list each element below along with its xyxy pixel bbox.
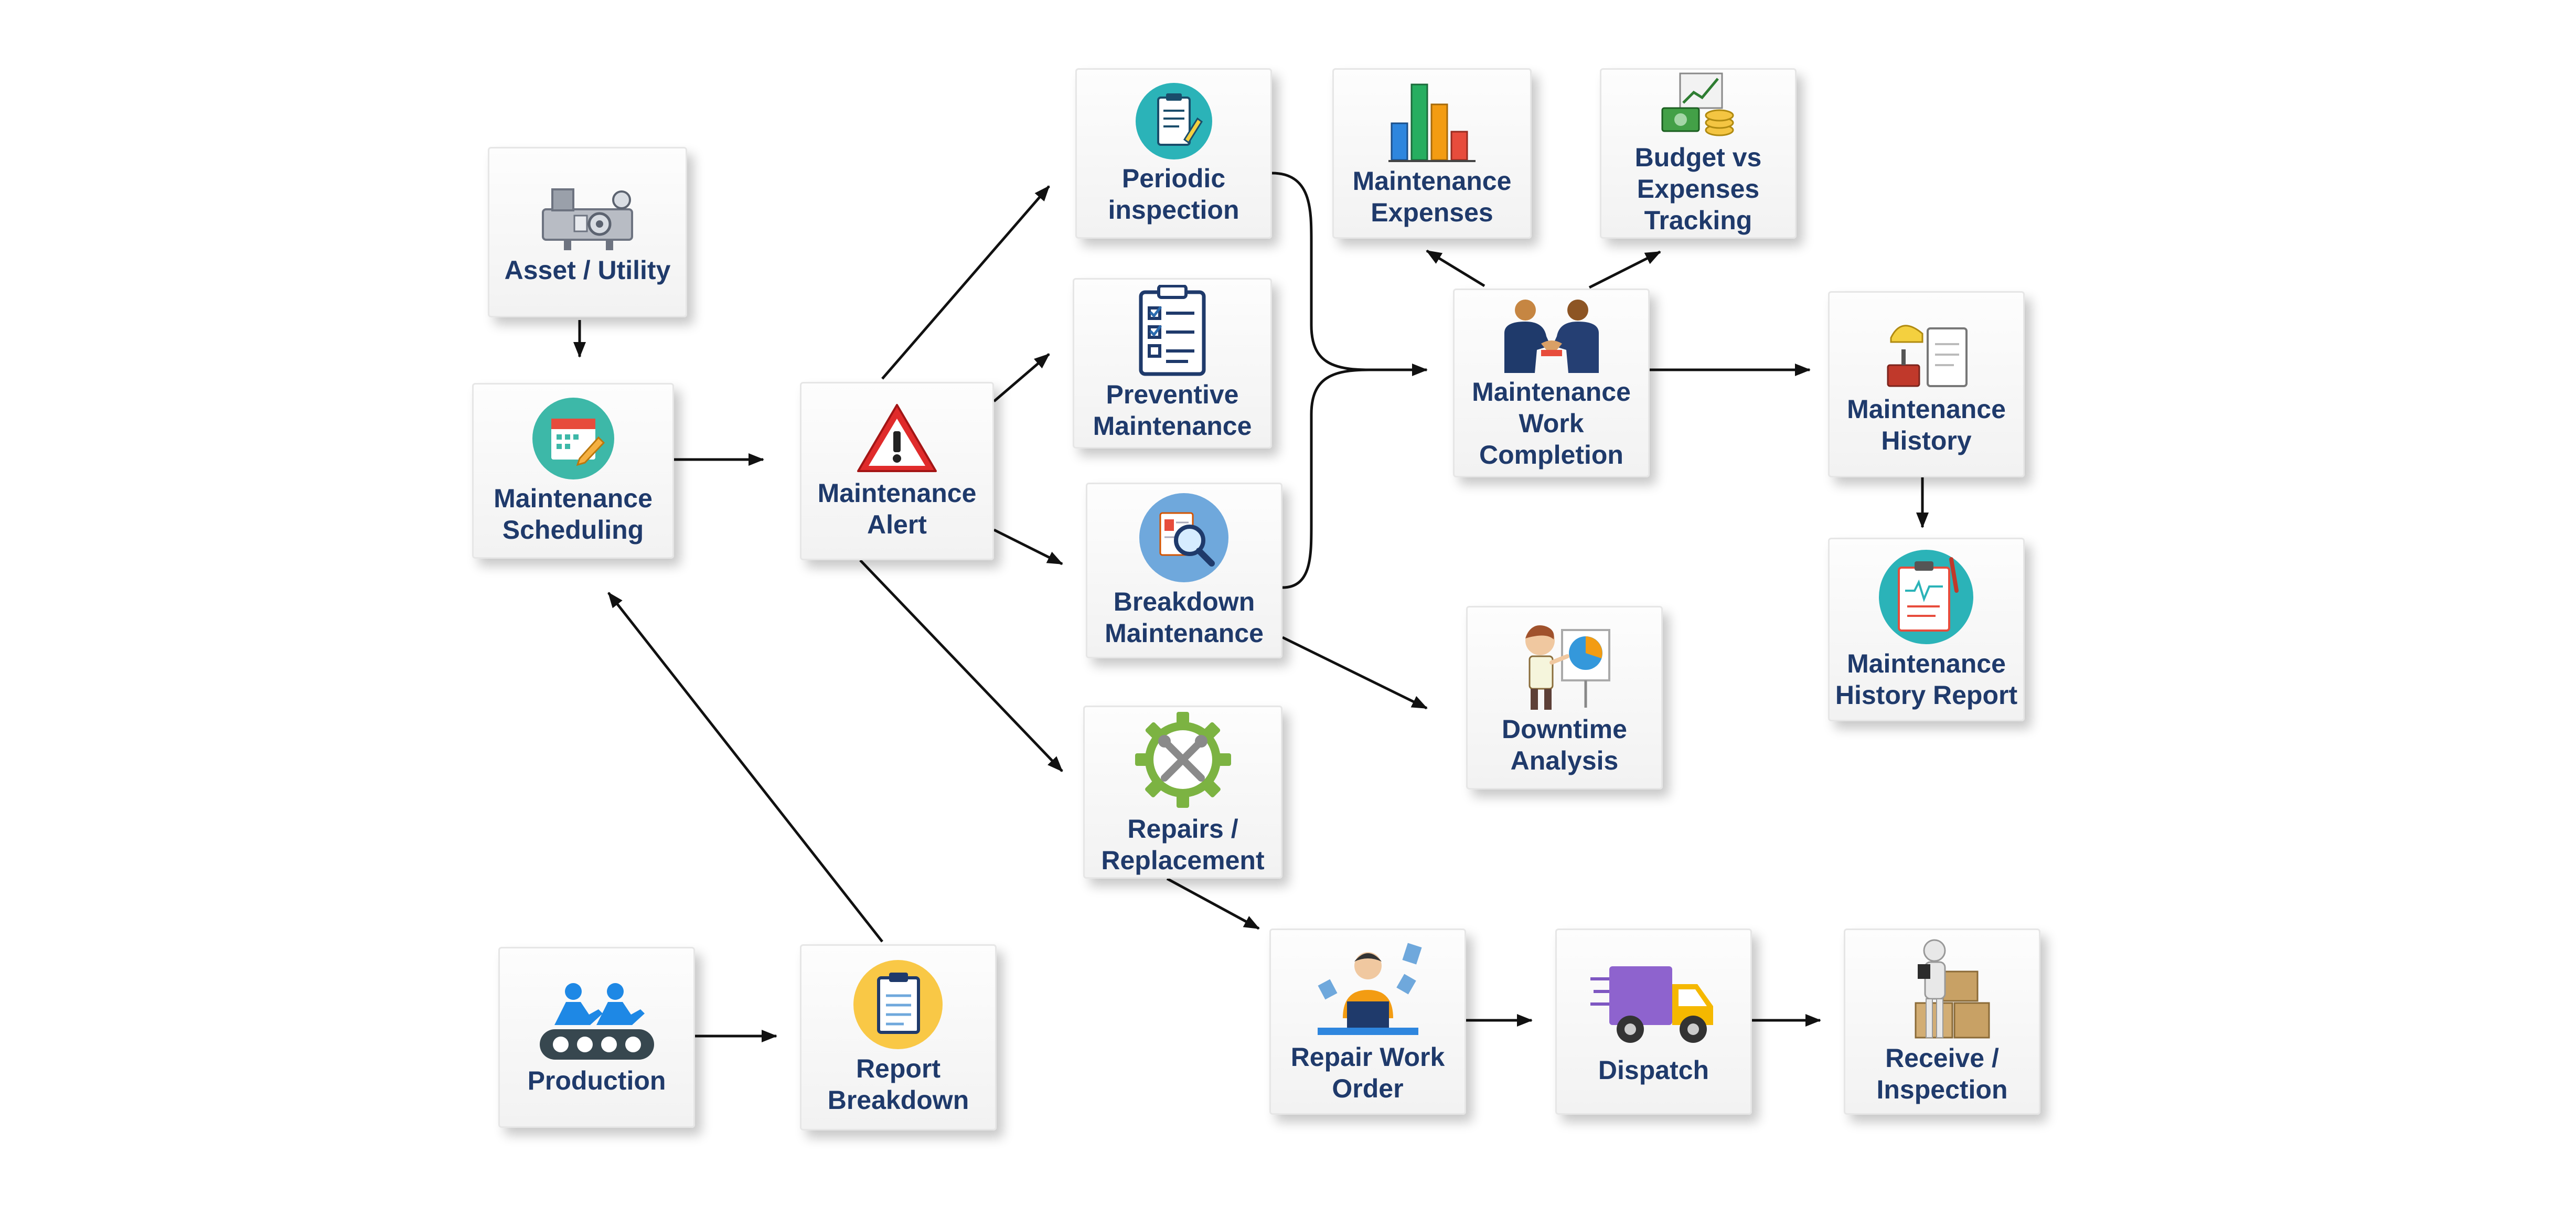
arrow-report-to-scheduling <box>607 592 883 943</box>
bar-chart-icon <box>1388 83 1476 162</box>
arrow-breakdown-to-downtime <box>1281 636 1428 710</box>
preventive-maintenance-label: Preventive Maintenance <box>1093 380 1252 441</box>
repair-work-order-label: Repair Work Order <box>1290 1042 1445 1103</box>
node-maintenance-expenses[interactable]: Maintenance Expenses <box>1332 68 1532 239</box>
node-history-report[interactable]: Maintenance History Report <box>1828 538 2025 721</box>
node-breakdown-maintenance[interactable]: Breakdown Maintenance <box>1086 483 1282 658</box>
maintenance-scheduling-label: Maintenance Scheduling <box>494 483 653 545</box>
production-label: Production <box>527 1065 666 1095</box>
calendar-edit-icon <box>532 397 614 479</box>
money-chart-icon <box>1661 72 1734 136</box>
magnifier-icon <box>1139 493 1228 582</box>
clipboard-icon <box>1135 82 1212 159</box>
node-downtime-analysis[interactable]: Downtime Analysis <box>1466 606 1663 789</box>
work-completion-label: Maintenance Work Completion <box>1472 377 1631 470</box>
arrow-completion-to-expenses <box>1426 249 1485 287</box>
warning-icon <box>857 404 937 472</box>
node-report-breakdown[interactable]: Report Breakdown <box>800 944 997 1130</box>
arrow-alert-to-breakdown <box>993 528 1063 566</box>
presenter-chart-icon <box>1525 625 1610 710</box>
boxes-icon <box>1915 939 1990 1039</box>
node-preventive-maintenance[interactable]: Preventive Maintenance <box>1073 278 1272 449</box>
truck-icon <box>1590 966 1713 1043</box>
maintenance-history-label: Maintenance History <box>1847 394 2006 455</box>
conveyor-icon <box>539 983 654 1060</box>
arrow-completion-to-budget <box>1588 250 1661 289</box>
tools-clipboard-icon <box>1887 324 1968 387</box>
node-repairs-replacement[interactable]: Repairs / Replacement <box>1083 706 1282 879</box>
history-report-label: Maintenance History Report <box>1835 648 2018 710</box>
node-periodic-inspection[interactable]: Periodic inspection <box>1075 68 1272 239</box>
machine-icon <box>542 188 633 250</box>
arrow-alert-to-periodic <box>881 185 1050 380</box>
arrow-repairs-to-workorder <box>1166 877 1260 930</box>
breakdown-maintenance-label: Breakdown Maintenance <box>1105 587 1264 648</box>
repairs-replacement-label: Repairs / Replacement <box>1101 814 1265 875</box>
checklist-icon <box>1139 285 1206 376</box>
node-work-completion[interactable]: Maintenance Work Completion <box>1453 289 1650 477</box>
node-production[interactable]: Production <box>498 947 695 1128</box>
dispatch-label: Dispatch <box>1598 1055 1709 1085</box>
worker-laptop-icon <box>1317 943 1422 1035</box>
node-maintenance-scheduling[interactable]: Maintenance Scheduling <box>472 383 674 559</box>
budget-tracking-label: Budget vs Expenses Tracking <box>1634 142 1762 235</box>
node-maintenance-alert[interactable]: Maintenance Alert <box>800 382 994 560</box>
node-repair-work-order[interactable]: Repair Work Order <box>1269 929 1466 1115</box>
periodic-inspection-label: Periodic inspection <box>1108 163 1239 225</box>
downtime-analysis-label: Downtime Analysis <box>1502 714 1627 775</box>
arrow-alert-to-preventive <box>993 353 1050 402</box>
report-icon <box>1879 549 1973 644</box>
arrow-alert-to-repairs <box>859 559 1063 772</box>
node-receive-inspection[interactable]: Receive / Inspection <box>1844 929 2040 1115</box>
node-budget-tracking[interactable]: Budget vs Expenses Tracking <box>1600 68 1797 239</box>
arrow-breakdown-to-completion <box>1282 368 1370 589</box>
node-dispatch[interactable]: Dispatch <box>1555 929 1752 1115</box>
node-asset-utility[interactable]: Asset / Utility <box>488 147 687 317</box>
handshake-icon <box>1504 300 1599 373</box>
asset-utility-label: Asset / Utility <box>504 255 671 285</box>
maintenance-alert-label: Maintenance Alert <box>817 478 977 539</box>
maintenance-expenses-label: Maintenance Expenses <box>1352 166 1512 227</box>
report-breakdown-label: Report Breakdown <box>827 1054 969 1115</box>
gear-tools-icon <box>1135 711 1231 808</box>
node-maintenance-history[interactable]: Maintenance History <box>1828 291 2025 477</box>
report-clipboard-icon <box>853 960 943 1049</box>
receive-inspection-label: Receive / Inspection <box>1876 1043 2008 1104</box>
